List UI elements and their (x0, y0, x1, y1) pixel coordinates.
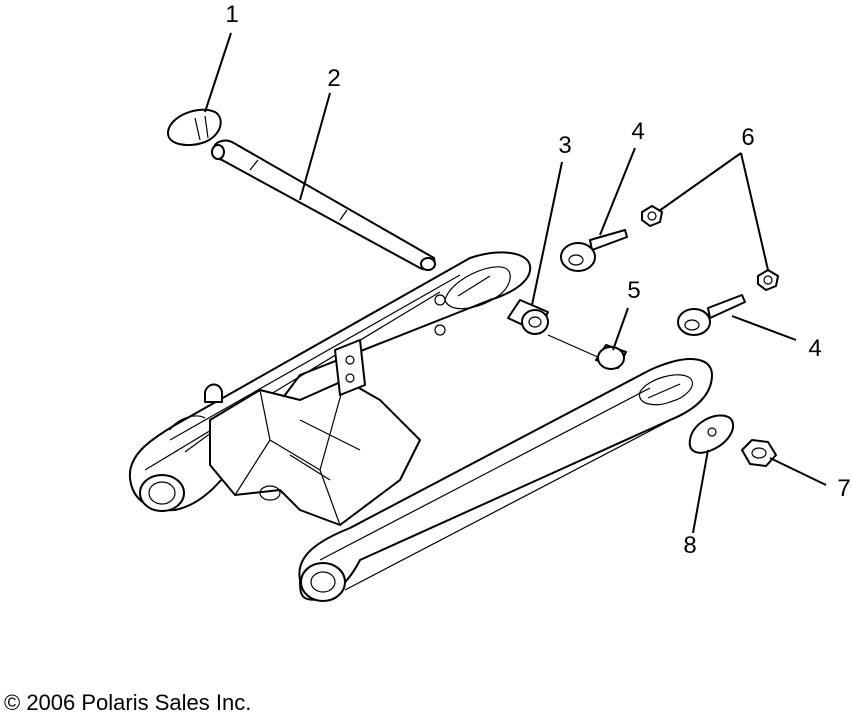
callout-6: 6 (741, 124, 754, 151)
callout-1: 1 (225, 1, 238, 28)
part-3-bushing (507, 299, 601, 359)
callout-5: 5 (627, 277, 640, 304)
part-5-spacer (595, 344, 627, 370)
part-2-pivot-shaft (211, 139, 436, 271)
part-6-nut-lower (757, 269, 779, 291)
swing-arm (128, 251, 713, 602)
part-4-bolt-upper (560, 229, 628, 272)
callout-8: 8 (683, 532, 696, 559)
part-4-bolt-lower (677, 294, 746, 336)
callout-2: 2 (327, 65, 340, 92)
leader-lines (204, 32, 827, 534)
part-7-nut (741, 439, 777, 467)
part-8-washer (688, 414, 735, 454)
callout-4-lower: 4 (808, 335, 821, 362)
copyright-notice: © 2006 Polaris Sales Inc. (4, 690, 252, 715)
callout-7: 7 (837, 475, 850, 502)
part-1-cap (166, 108, 222, 146)
part-6-nut-upper (641, 205, 663, 227)
callout-4-upper: 4 (631, 118, 644, 145)
callout-3: 3 (558, 132, 571, 159)
